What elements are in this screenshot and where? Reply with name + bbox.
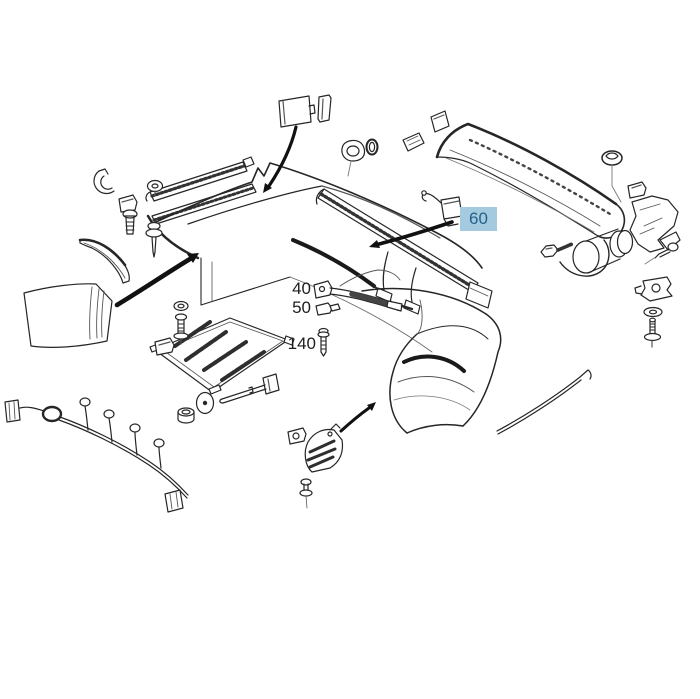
clip-right xyxy=(627,181,647,199)
pointer-arrows xyxy=(114,125,454,433)
callout-140[interactable]: 140 xyxy=(287,334,316,353)
part-60-bracket[interactable] xyxy=(421,190,463,227)
callout-40[interactable]: 40 xyxy=(292,279,311,298)
screw-mid xyxy=(173,313,189,345)
mud-flap-panel xyxy=(23,283,113,348)
screw-left xyxy=(122,209,138,235)
callout-50[interactable]: 50 xyxy=(292,298,311,317)
part-140-screw xyxy=(317,327,330,357)
bracket-square-small xyxy=(430,110,450,133)
mounting-plate-small xyxy=(402,132,425,152)
clip-mid xyxy=(154,337,175,356)
wiring-harness xyxy=(4,397,189,513)
part-40-bracket-arm xyxy=(313,269,414,312)
sensor-holder xyxy=(634,276,673,302)
clamp-bracket-left xyxy=(118,194,138,213)
hex-bolt xyxy=(540,242,574,258)
tow-eye-cover-plate xyxy=(278,94,332,128)
tow-hitch-cylinder xyxy=(572,228,634,274)
sensor-ring xyxy=(365,138,379,156)
rubber-grommet xyxy=(601,150,623,203)
callout-60-badge[interactable]: 60 xyxy=(460,207,497,231)
lower-bumper-section xyxy=(361,287,502,434)
upper-mounting-rail xyxy=(145,156,255,202)
push-pin-bottom xyxy=(299,478,313,509)
parking-sensor xyxy=(341,139,366,177)
retaining-clip-left xyxy=(93,168,115,195)
disc-washer xyxy=(195,391,215,415)
support-rod xyxy=(219,373,280,404)
part-50-clip xyxy=(315,302,341,316)
push-pin-left xyxy=(145,221,163,258)
side-mount-bracket xyxy=(629,195,681,253)
washer-right xyxy=(643,306,663,318)
washer-mid xyxy=(173,300,189,312)
clip-bottom xyxy=(287,427,307,445)
reinforcement-bar xyxy=(435,122,626,277)
flange-nut xyxy=(177,407,195,424)
push-pin-right xyxy=(644,242,679,265)
plug-washer-left xyxy=(146,179,164,197)
trim-strip xyxy=(496,369,592,435)
corner-bracket-ribbed xyxy=(304,423,344,473)
screw-right xyxy=(643,317,662,348)
wheel-arch-trim xyxy=(78,238,130,284)
